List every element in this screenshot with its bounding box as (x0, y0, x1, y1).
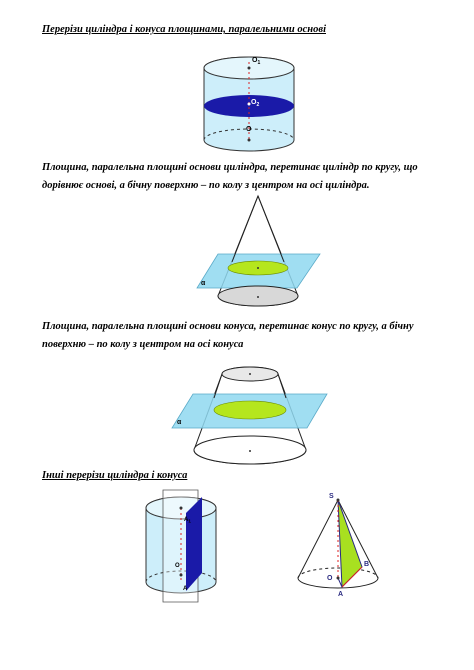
frustum-base-center-point (249, 450, 251, 452)
cone3-chord-AB (341, 566, 363, 588)
figure-cone-axial-section: S O B A (297, 493, 379, 598)
cone-section-center-point (257, 267, 259, 269)
frustum-green-section (213, 400, 287, 420)
label-O: O (246, 126, 252, 133)
label-alpha-1: α (201, 280, 206, 287)
label-O2: O2 (251, 99, 259, 108)
label-O1: O1 (252, 57, 260, 66)
label-B: B (364, 561, 369, 568)
cone3-body (297, 498, 379, 589)
label-A-cone3: A (338, 591, 343, 598)
frustum-top-center-point (249, 373, 251, 375)
label-A1: A1 (184, 517, 191, 524)
figure-cylinder-vertical-section: A1 O A (145, 489, 217, 603)
cylinder-top-center-point (247, 66, 251, 70)
frustum-visible-edges (213, 373, 287, 399)
cylinder-blue-section (204, 95, 294, 117)
label-O-cylinder2: O (175, 563, 180, 569)
section-heading-other-sections: Інші перерізи циліндра і конуса (42, 470, 188, 481)
label-alpha-2: α (177, 419, 182, 426)
cylinder2-top-center-point (179, 506, 183, 510)
label-S: S (329, 493, 334, 500)
paragraph-cone-section: Площина, паралельна площині основи конус… (42, 321, 414, 350)
label-A-cylinder2: A (183, 586, 188, 592)
label-O-cone3: O (327, 575, 333, 582)
cone3-center-point (336, 576, 340, 580)
cylinder2-blue-section (186, 497, 202, 591)
figure-cone-parallel-plane: α (196, 194, 321, 307)
cylinder2-bottom-hidden-arc (145, 570, 217, 583)
cylinder-section-center-point (247, 102, 251, 106)
cone3-apex-point (336, 498, 340, 502)
paragraph-cylinder-section: Площина, паралельна площині основи цилін… (42, 162, 418, 191)
cone-upper-visible-edges (231, 195, 285, 263)
cone3-base-hidden-arc (297, 567, 379, 579)
cylinder-bottom-center-point (247, 138, 251, 142)
cylinder2-bottom-center-point (179, 573, 183, 577)
cone-base-center-point (257, 296, 259, 298)
cone3-radius-OA (337, 577, 343, 588)
figure-frustum-parallel-plane: α (171, 366, 328, 465)
figure-cylinder-parallel-section: O1 O2 O (203, 56, 295, 152)
section-heading-parallel-sections: Перерізи циліндра і конуса площинами, па… (42, 24, 326, 35)
